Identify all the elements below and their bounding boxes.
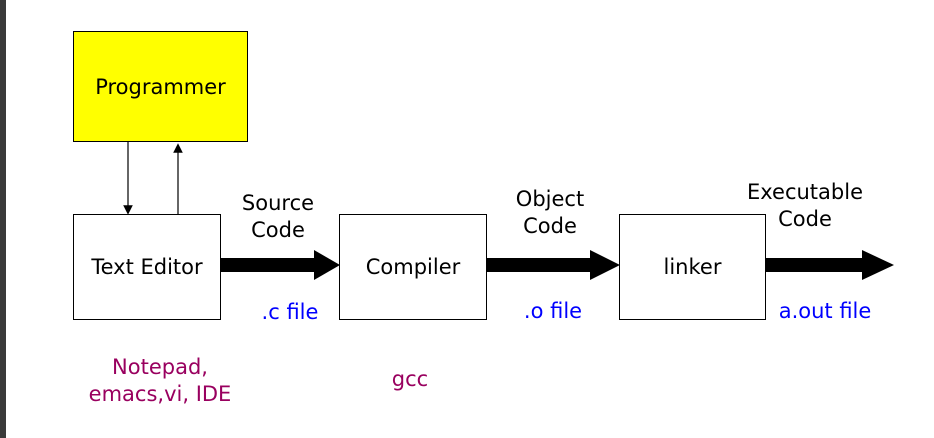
- compiler-box: Compiler: [339, 214, 487, 320]
- object-code-arrow: [487, 250, 620, 280]
- source-code-label: Source Code: [241, 191, 315, 242]
- compiler-label: Compiler: [365, 255, 461, 279]
- window-left-border: [0, 0, 6, 438]
- programmer-box: Programmer: [73, 31, 248, 142]
- o-file-label: .o file: [523, 299, 583, 323]
- object-code-label: Object Code: [515, 187, 585, 238]
- linker-label: linker: [663, 255, 722, 279]
- c-file-label: .c file: [261, 300, 319, 324]
- gcc-label: gcc: [391, 367, 429, 391]
- text-editor-label: Text Editor: [91, 255, 203, 279]
- text-editor-box: Text Editor: [73, 214, 221, 320]
- aout-file-label: a.out file: [778, 299, 872, 323]
- linker-box: linker: [619, 214, 766, 320]
- programmer-label: Programmer: [95, 74, 226, 99]
- executable-code-arrow: [766, 250, 894, 280]
- executable-code-label: Executable Code: [746, 180, 863, 231]
- source-code-arrow: [221, 250, 340, 280]
- editor-tools-label: Notepad, emacs,vi, IDE: [88, 355, 232, 406]
